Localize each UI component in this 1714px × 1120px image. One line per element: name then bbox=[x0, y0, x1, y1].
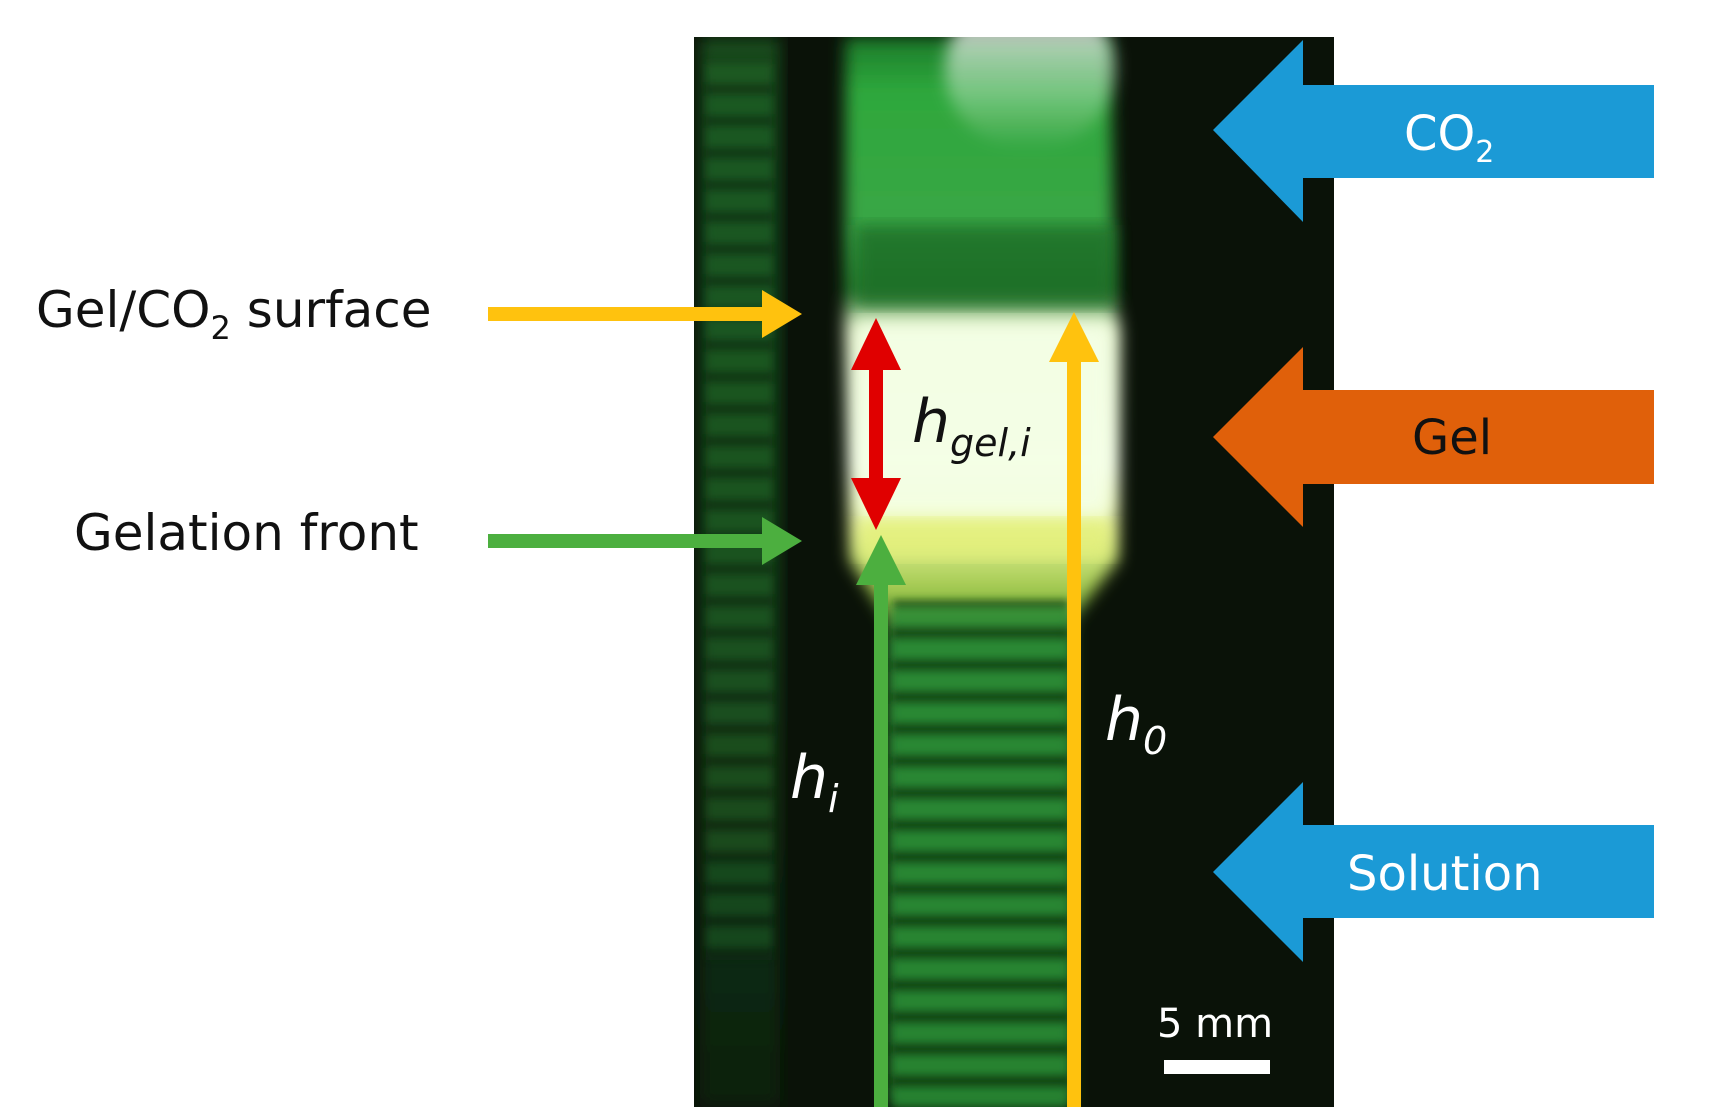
gel-tag-label: Gel bbox=[1412, 410, 1493, 466]
solution-tag-label: Solution bbox=[1347, 846, 1543, 902]
scale-bar-line bbox=[1164, 1060, 1270, 1074]
photo bbox=[694, 37, 1334, 1107]
surface-arrow bbox=[488, 290, 802, 338]
co2-tag-label: CO2 bbox=[1404, 106, 1495, 170]
h-0-label: h0 bbox=[1105, 685, 1168, 763]
h-gel-label: hgel,i bbox=[912, 387, 1031, 465]
gel-tag bbox=[1213, 347, 1654, 527]
surface-label: Gel/CO2 surface bbox=[36, 281, 432, 347]
gelation-front-label: Gelation front bbox=[74, 504, 419, 562]
h-i-arrow bbox=[856, 535, 906, 1107]
h-i-label: hi bbox=[790, 743, 839, 821]
scale-bar-label: 5 mm bbox=[1157, 1001, 1274, 1047]
solution-tag bbox=[1213, 782, 1654, 962]
co2-tag bbox=[1213, 40, 1654, 222]
gelation-front-arrow bbox=[488, 517, 802, 565]
h-gel-arrow bbox=[851, 318, 901, 530]
h-0-arrow bbox=[1049, 312, 1099, 1107]
